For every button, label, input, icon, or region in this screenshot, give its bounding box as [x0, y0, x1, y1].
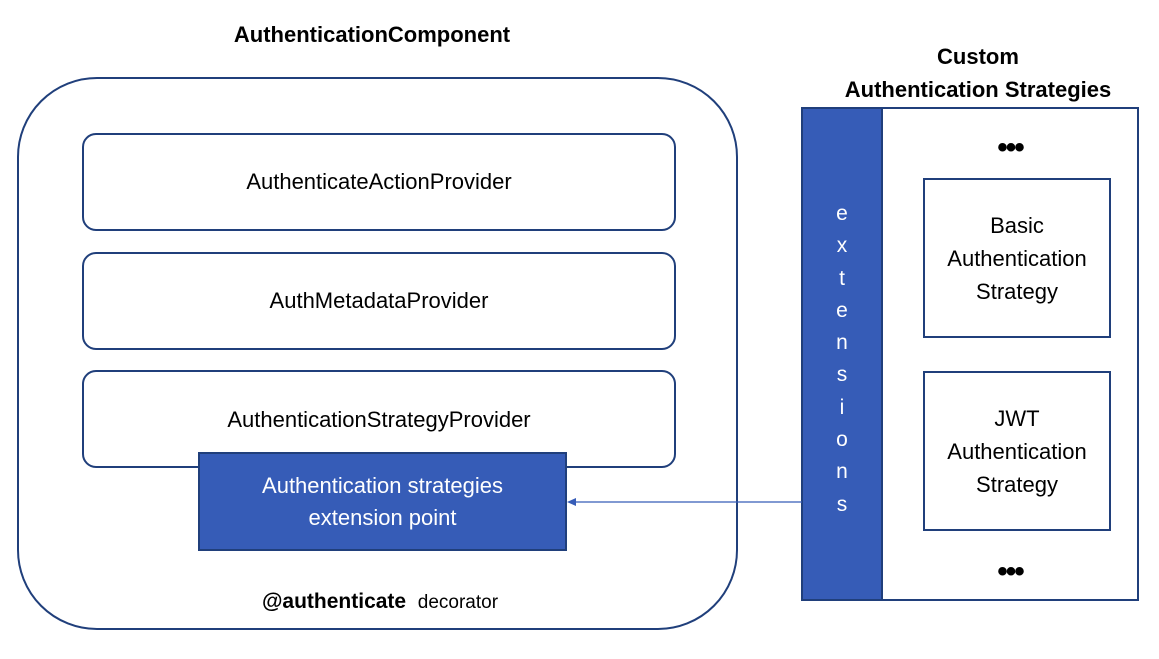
extensions-letter: e — [836, 298, 848, 322]
extensions-letter: s — [836, 492, 848, 516]
decorator-text: decorator — [417, 592, 499, 613]
extensions-letter: x — [836, 234, 848, 258]
decorator-name: @authenticate — [261, 590, 407, 613]
strategy-line: Authentication — [947, 438, 1087, 464]
extension-point-line2: extension point — [308, 504, 457, 530]
ellipsis-top: ••• — [997, 131, 1025, 164]
extension-point-box: Authentication strategies extension poin… — [198, 452, 567, 551]
strategy-line: Strategy — [976, 471, 1058, 497]
extension-arrow — [567, 498, 802, 506]
strategy-line: JWT — [994, 405, 1040, 431]
extensions-letter: n — [836, 331, 848, 355]
authenticate-action-provider-box: AuthenticateActionProvider — [82, 133, 676, 231]
strategy-line: Basic — [990, 212, 1044, 238]
extension-point-line1: Authentication strategies — [262, 472, 503, 498]
extensions-letter: n — [836, 460, 848, 484]
ellipsis-bottom: ••• — [997, 555, 1025, 588]
extensions-letter: t — [839, 266, 845, 290]
extensions-letter: o — [836, 428, 848, 452]
title-line1: Custom — [937, 44, 1019, 69]
decorator-label: @authenticate decorator — [0, 590, 760, 614]
strategy-line: Authentication — [947, 245, 1087, 271]
auth-metadata-provider-box: AuthMetadataProvider — [82, 252, 676, 350]
extensions-letter: s — [836, 363, 848, 387]
component-title: AuthenticationComponent — [233, 22, 511, 47]
title-line2: Authentication Strategies — [844, 77, 1112, 102]
extensions-column: e x t e n s i o n s — [801, 107, 883, 601]
extensions-letter: i — [839, 395, 845, 419]
extensions-letter: e — [836, 202, 848, 225]
strategy-line: Strategy — [976, 278, 1058, 304]
basic-strategy-box: Basic Authentication Strategy — [923, 178, 1111, 338]
jwt-strategy-box: JWT Authentication Strategy — [923, 371, 1111, 531]
arrow-head-icon — [567, 498, 576, 506]
authentication-component-container — [17, 77, 738, 630]
custom-strategies-title: Custom Authentication Strategies — [800, 40, 1156, 106]
